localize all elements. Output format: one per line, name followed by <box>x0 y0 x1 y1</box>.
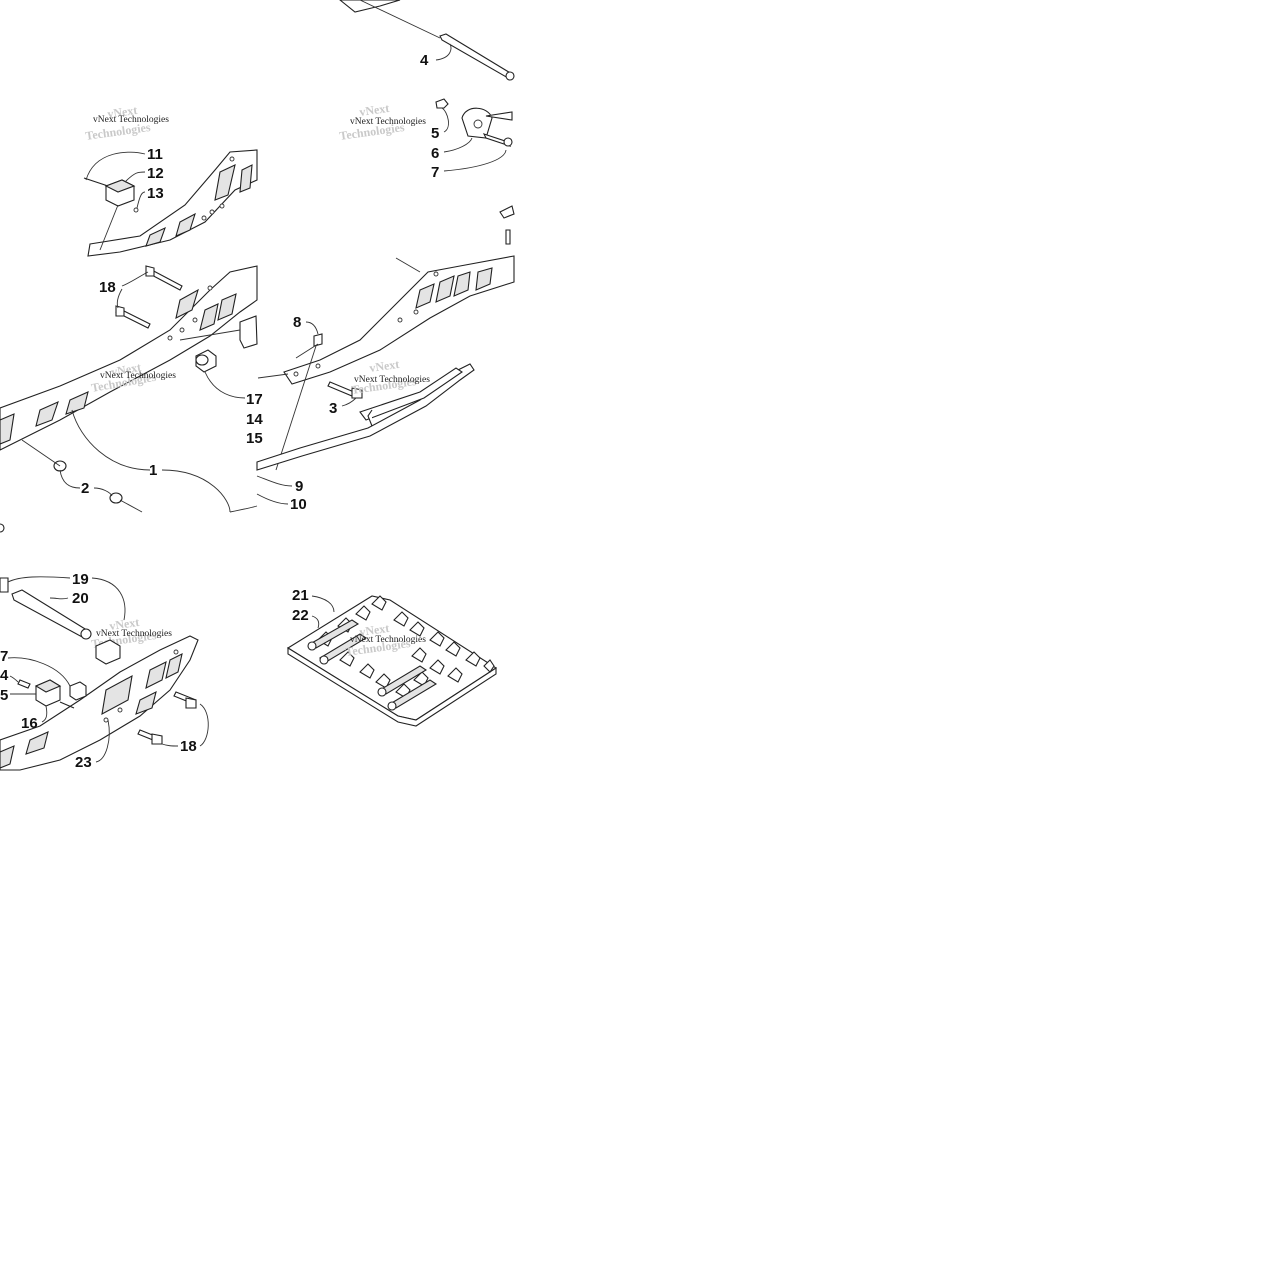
spacer-block-part <box>239 315 258 349</box>
svg-text:vNext: vNext <box>358 101 390 119</box>
svg-text:vNext: vNext <box>368 357 400 375</box>
callout-17-bottom: 7 <box>0 648 8 665</box>
callout-18-lower: 18 <box>180 738 197 755</box>
tile-right-rail: vNext Technologies vNext Technologies <box>256 205 515 505</box>
watermark-3: vNext Technologies vNext Technologies <box>90 360 176 395</box>
callout-13: 13 <box>147 185 164 202</box>
callout-6: 6 <box>431 145 439 162</box>
tile-rear-rail: vNext Technologies vNext Technologies <box>0 576 209 771</box>
rear-bushing-part <box>69 681 87 701</box>
callout-21: 21 <box>292 587 309 604</box>
callout-15-bottom: 5 <box>0 687 8 704</box>
svg-text:vNext: vNext <box>110 360 142 379</box>
svg-text:vNext: vNext <box>358 621 390 639</box>
watermark-1: vNext Technologies vNext Technologies <box>84 103 169 143</box>
callout-15-top: 15 <box>246 430 263 447</box>
tile-rail-tip: vNext Technologies vNext Technologies <box>83 103 258 257</box>
clip-part <box>499 205 515 219</box>
svg-text:vNext Technologies: vNext Technologies <box>100 371 176 381</box>
rear-block-part <box>95 639 121 665</box>
slide-rail-front <box>87 149 258 257</box>
callout-labels: 4 5 6 7 11 12 13 18 8 3 17 14 15 1 2 9 1… <box>0 52 439 771</box>
nut-part <box>435 98 449 109</box>
callout-7: 7 <box>431 164 439 181</box>
callout-8: 8 <box>293 314 301 331</box>
svg-text:vNext: vNext <box>106 103 138 121</box>
svg-text:vNext: vNext <box>108 615 140 633</box>
callout-23: 23 <box>75 754 92 771</box>
tile-track-clips: vNext Technologies vNext Technologies <box>286 595 498 727</box>
watermark-4: vNext Technologies vNext Technologies <box>350 357 430 397</box>
axle-shaft-part <box>439 33 513 79</box>
svg-text:vNext Technologies: vNext Technologies <box>93 115 169 125</box>
callout-5: 5 <box>431 125 439 142</box>
callout-3: 3 <box>329 400 337 417</box>
bolt-part <box>83 177 109 187</box>
watermark-2: vNext Technologies vNext Technologies <box>338 101 426 143</box>
svg-text:vNext Technologies: vNext Technologies <box>350 635 426 645</box>
callout-2: 2 <box>81 480 89 497</box>
callout-14-top: 14 <box>246 411 263 428</box>
svg-text:vNext Technologies: vNext Technologies <box>354 375 430 385</box>
callout-19: 19 <box>72 571 89 588</box>
callout-20: 20 <box>72 590 89 607</box>
callout-22: 22 <box>292 607 309 624</box>
callout-14-bottom: 4 <box>0 667 9 684</box>
callout-12: 12 <box>147 165 164 182</box>
tile-shaft-wheel: vNext Technologies vNext Technologies <box>338 0 515 172</box>
callout-9: 9 <box>295 478 303 495</box>
callout-4: 4 <box>420 52 429 69</box>
callout-18-upper: 18 <box>99 279 116 296</box>
callout-17-top: 17 <box>246 391 263 408</box>
callout-16: 16 <box>21 715 38 732</box>
svg-text:vNext Technologies: vNext Technologies <box>96 629 172 639</box>
svg-text:vNext Technologies: vNext Technologies <box>350 117 426 127</box>
callout-11: 11 <box>147 146 163 163</box>
tile-left-rail: vNext Technologies vNext Technologies <box>0 265 258 533</box>
washer-part-2 <box>109 492 123 504</box>
pin-part <box>313 333 323 347</box>
callout-1: 1 <box>149 462 157 479</box>
slide-rail-rear <box>0 635 199 771</box>
callout-10: 10 <box>290 496 307 513</box>
